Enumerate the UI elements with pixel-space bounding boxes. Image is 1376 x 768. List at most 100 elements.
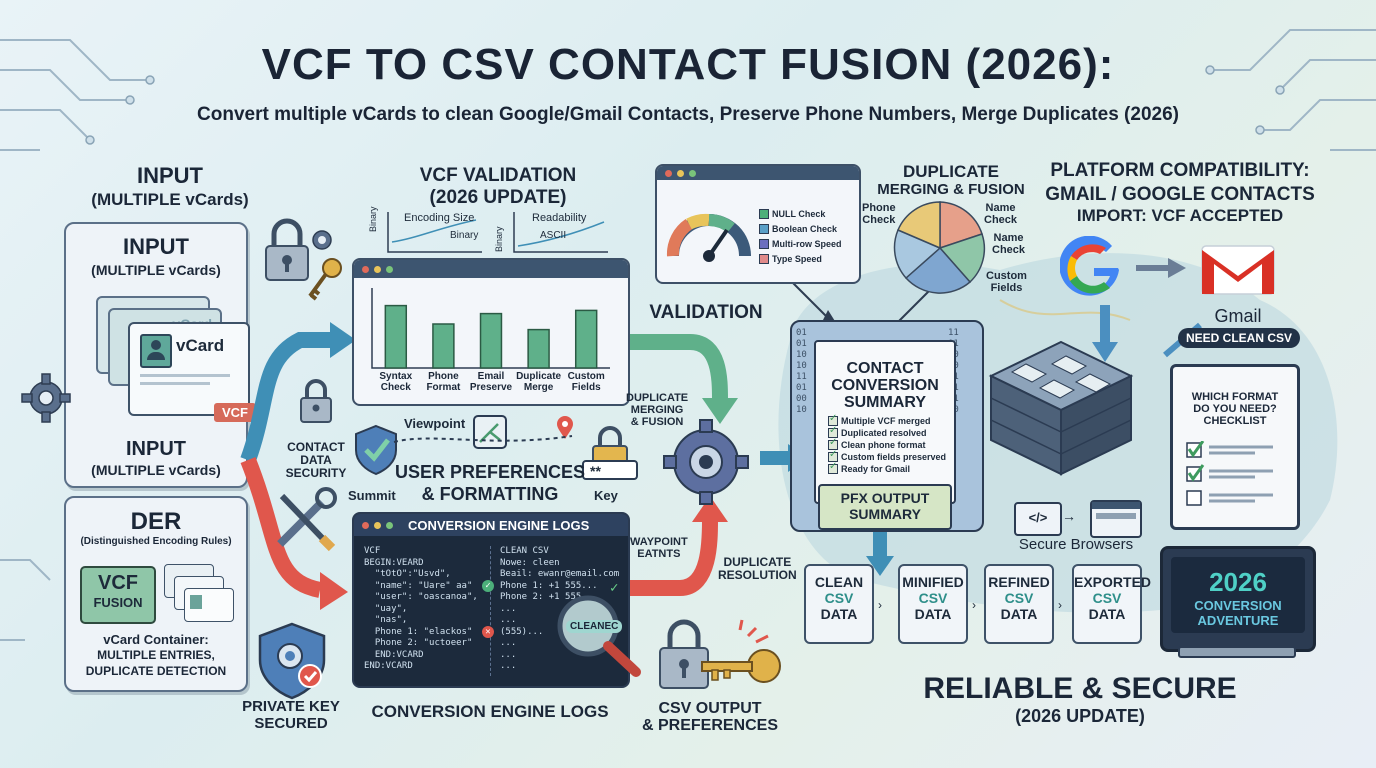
vcard-card: vCard VCF [128, 322, 256, 422]
csv-output-line2: CSV [1092, 590, 1122, 606]
csv-output-line1: REFINED [988, 574, 1050, 590]
summary-title-3: SUMMARY [843, 394, 927, 411]
validation-bar-chart: SyntaxCheckPhoneFormatEmailPreserveDupli… [371, 288, 610, 393]
vcf-fusion-chip: VCF FUSION [80, 566, 156, 624]
adventure-year: 2026 [1209, 567, 1267, 597]
arrow-icon: → [1062, 508, 1076, 524]
magnifier-icon [557, 595, 641, 677]
chart-category-label: Fields [572, 382, 601, 393]
vcf-tag: VCF [214, 403, 256, 422]
gmail-label: Gmail [1214, 306, 1262, 326]
key-label: Key [594, 488, 618, 503]
vcard-stack-icon [164, 564, 234, 622]
summary-title-1: CONTACT [846, 360, 924, 377]
duplicate-pie-chart [893, 201, 986, 294]
contact-conversion-summary: CONTACT CONVERSION SUMMARY ✓Multiple VCF… [814, 340, 956, 504]
prefs-title-2: & FORMATTING [421, 484, 559, 504]
checkbox-checked-icon: ✓ [828, 461, 838, 474]
gauge-legend-item: Multi-row Speed [759, 238, 842, 250]
csv-output-line3: DATA [820, 606, 858, 622]
page-subtitle: Convert multiple vCards to clean Google/… [197, 104, 1179, 125]
terminal-line: "nas", [364, 615, 408, 625]
avatar-icon [140, 334, 172, 368]
platform-line-1: PLATFORM COMPATIBILITY: [1050, 160, 1310, 181]
terminal-line: (555)... [500, 626, 544, 637]
code-window-icon: </> [1014, 502, 1062, 536]
summit-label: Summit [348, 488, 396, 503]
summary-check-item: ✓Clean phone format [828, 437, 926, 450]
shield-gear-icon [258, 622, 326, 700]
duplicate-title-2: MERGING & FUSION [877, 181, 1025, 198]
gauge-legend-item: Boolean Check [759, 223, 842, 235]
checklist-title-2: DO YOU NEED? [1193, 403, 1277, 415]
csv-output-line1: MINIFIED [902, 574, 964, 590]
lock-key-icon [659, 619, 781, 689]
terminal-line: "name": "Uare" aa" [364, 580, 473, 591]
google-logo-icon [1060, 236, 1119, 296]
summary-checklist: ✓Multiple VCF merged✓Duplicated resolved… [828, 413, 954, 475]
page-title: VCF TO CSV CONTACT FUSION (2026): [261, 40, 1115, 89]
pfx-line-1: PFX OUTPUT [840, 490, 930, 506]
viewpoint-label: Viewpoint [404, 416, 466, 431]
mini-chart-label-3: Readability [532, 212, 587, 224]
terminal-line: VCF [364, 546, 381, 556]
map-pin-icon [557, 416, 573, 439]
chip-line1: VCF [98, 572, 138, 594]
der-caption-3: DUPLICATE DETECTION [85, 664, 227, 678]
terminal-title: CONVERSION ENGINE LOGS [408, 517, 590, 533]
adventure-monitor: 2026 CONVERSION ADVENTURE [1160, 546, 1316, 652]
chart-category-label: Email [478, 371, 505, 382]
arrow-icon: › [1058, 598, 1062, 612]
secure-browsers-label: Secure Browsers [1018, 536, 1134, 553]
magnifier-label: CLEANEC [566, 620, 623, 633]
success-check-icon-2: ✓ [610, 580, 619, 596]
checklist-title-3: CHECKLIST [1203, 415, 1267, 427]
terminal-line: "user": "oascanoa", [364, 592, 478, 602]
chart-category-label: Check [381, 382, 411, 393]
chart-bar [384, 304, 408, 369]
chart-bar [574, 309, 598, 369]
terminal-line: CLEAN CSV [500, 546, 549, 556]
terminal-line: BEGIN:VEARD [364, 557, 424, 568]
chip-line2: FUSION [93, 595, 143, 610]
mini-chart-ylabel-2: Binary [494, 226, 504, 252]
terminal-line: "uay", [364, 603, 408, 614]
vcard-label: vCard [176, 336, 225, 355]
need-clean-csv-badge: NEED CLEAN CSV [1178, 328, 1301, 348]
checklist-title-1: WHICH FORMAT [1191, 391, 1279, 403]
terminal-line: ... [500, 649, 517, 660]
terminal-line: ... [500, 638, 517, 648]
terminal-line: Nowe: cleen [500, 557, 560, 568]
input-panel: INPUT (MULTIPLE vCards) vCard vCard VCF … [64, 222, 256, 488]
chart-category-label: Merge [524, 382, 554, 393]
window-titlebar [657, 166, 859, 180]
contact-security-label-1: CONTACT [287, 440, 345, 454]
summary-check-item: ✓Multiple VCF merged [828, 413, 931, 426]
input-panel-bottom-title: INPUT [126, 438, 186, 460]
chart-category-label: Preserve [470, 382, 513, 393]
mini-chart-ylabel-1: Binary [368, 206, 378, 232]
arrow-icon: › [972, 598, 976, 612]
lock-icon-2 [300, 379, 332, 423]
footer-subtitle: (2026 UPDATE) [1015, 706, 1145, 726]
der-panel: DER (Distinguished Encoding Rules) VCF F… [64, 496, 248, 692]
chart-bar [527, 328, 550, 369]
mini-chart-readability [513, 212, 608, 253]
validation-side-label: VALIDATION [649, 302, 763, 323]
terminal-line: "tOtO":"Usvd", [364, 569, 451, 579]
input-panel-bottom-sub: (MULTIPLE vCards) [91, 462, 221, 478]
mini-chart-label-1: Encoding Size [404, 212, 475, 224]
browser-window-icon [1090, 500, 1142, 538]
pfx-line-2: SUMMARY [849, 506, 921, 522]
mini-chart-label-2: Binary [450, 230, 479, 241]
der-subtitle: (Distinguished Encoding Rules) [80, 536, 232, 547]
terminal-line: ... [500, 661, 517, 671]
